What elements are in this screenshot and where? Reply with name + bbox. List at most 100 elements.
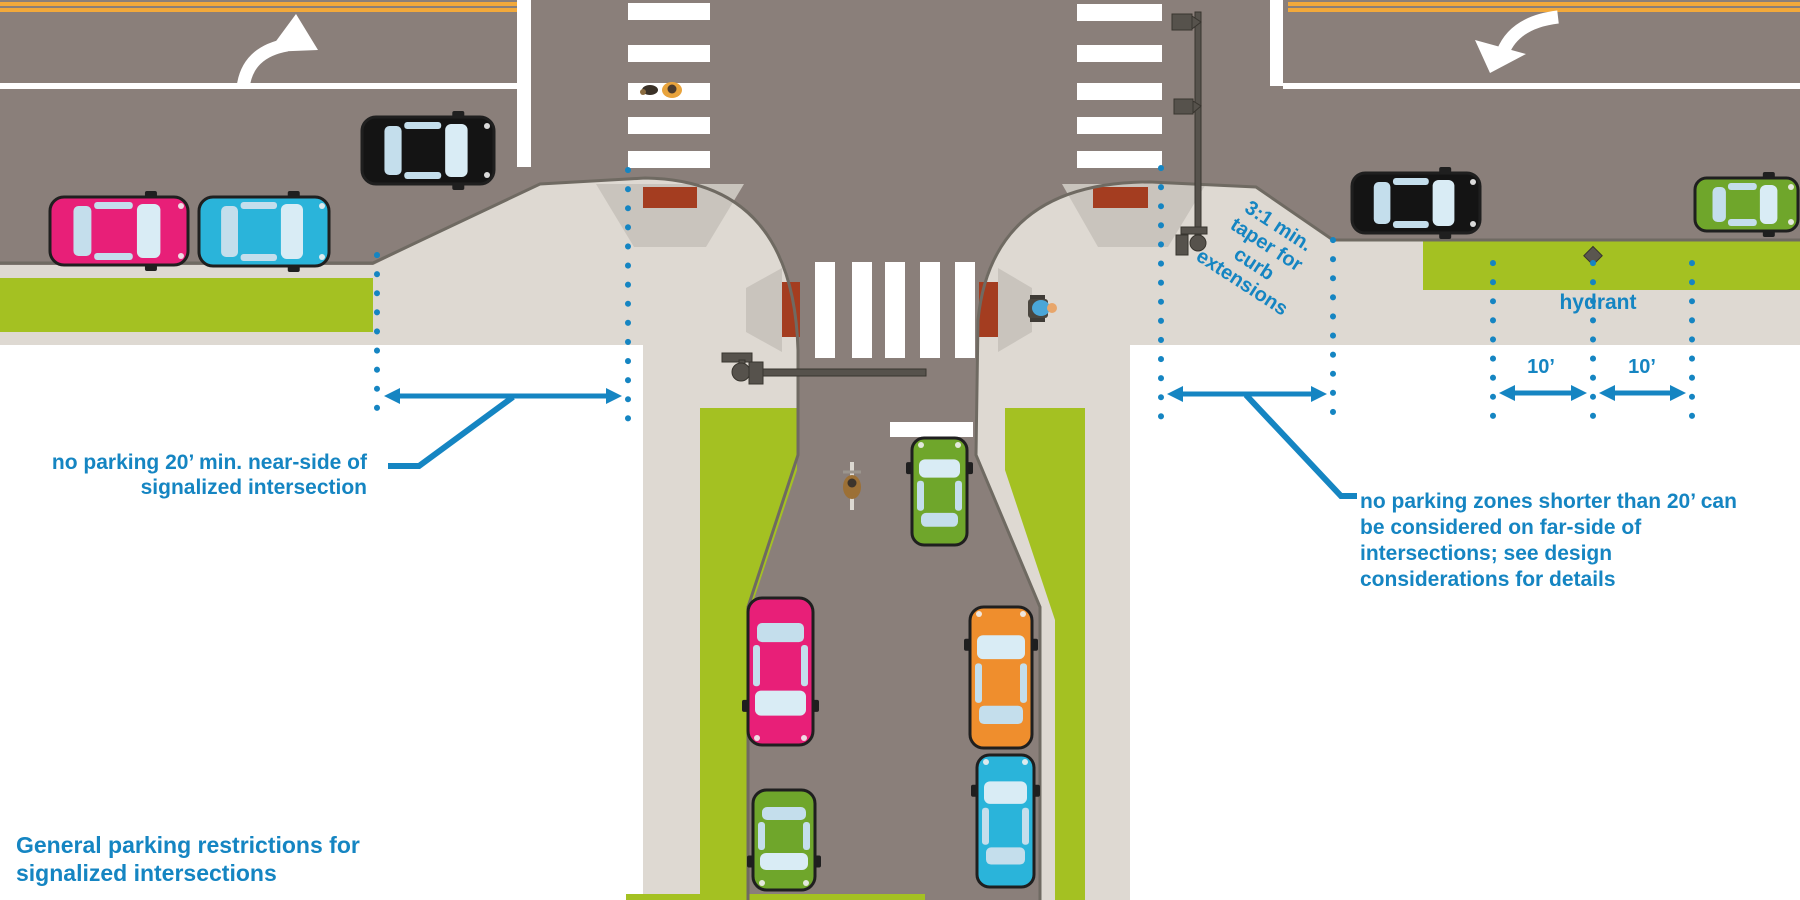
car-windshield bbox=[755, 690, 806, 716]
moving-car-green-north bbox=[906, 436, 973, 547]
frontage-east bbox=[1130, 345, 1800, 900]
car-side-window bbox=[803, 822, 810, 850]
wheelchair-user bbox=[1028, 295, 1057, 322]
car-headlight bbox=[1470, 221, 1476, 227]
dome-pad-east-side bbox=[979, 282, 998, 337]
car-rear-window bbox=[221, 206, 238, 257]
car-windshield bbox=[136, 204, 161, 258]
car-rear-window bbox=[757, 622, 804, 643]
car-headlight bbox=[178, 253, 184, 259]
car-side-window bbox=[404, 122, 442, 129]
car-side-window bbox=[753, 645, 760, 687]
pedestrian-with-dog bbox=[640, 82, 682, 98]
car-rear-window bbox=[921, 512, 958, 527]
car-rear-window bbox=[762, 807, 806, 820]
car-headlight bbox=[484, 123, 490, 129]
crosswalk-bar bbox=[885, 262, 905, 358]
planting-strip-south-right bbox=[1005, 408, 1085, 900]
parked-car-green-east bbox=[1693, 172, 1800, 237]
car-headlight bbox=[803, 880, 809, 886]
car-mirror bbox=[452, 111, 465, 118]
car-headlight bbox=[1022, 759, 1028, 765]
parked-car-black-east bbox=[1350, 167, 1482, 239]
car-mirror bbox=[1762, 230, 1775, 237]
crosswalk-bar bbox=[1077, 117, 1162, 134]
dome-pad-east-top bbox=[1093, 187, 1148, 208]
car-windshield bbox=[984, 781, 1027, 804]
car-mirror bbox=[814, 855, 821, 868]
arrowhead-right bbox=[1571, 385, 1587, 401]
stop-bar-south-approach bbox=[890, 422, 973, 437]
car-side-window bbox=[94, 253, 133, 260]
crosswalk-bar bbox=[1077, 83, 1162, 100]
car-mirror bbox=[1031, 638, 1038, 651]
car-side-window bbox=[1727, 183, 1757, 190]
car-side-window bbox=[1727, 219, 1757, 226]
car-mirror bbox=[742, 699, 749, 712]
hydrant-left-10ft-dimension bbox=[1499, 385, 1587, 401]
moving-car-black-west bbox=[360, 111, 496, 190]
car-rear-window bbox=[1712, 187, 1726, 222]
dome-pad-west-top bbox=[643, 187, 697, 208]
diagram-title: General parking restrictions for signali… bbox=[16, 832, 360, 887]
curb-line-west bbox=[0, 176, 800, 900]
near-side-note: no parking 20’ min. near-side of signali… bbox=[51, 451, 367, 499]
far-note-leader bbox=[1243, 392, 1357, 499]
car-rear-window bbox=[979, 705, 1023, 725]
crosswalk-bar bbox=[815, 262, 835, 358]
car-rear-window bbox=[73, 206, 92, 256]
opposing-turn-arrow-marking bbox=[1475, 10, 1559, 73]
car-mirror bbox=[906, 462, 913, 475]
car-headlight bbox=[1788, 219, 1794, 225]
planting-strip-east bbox=[1423, 241, 1800, 290]
car-windshield bbox=[977, 635, 1025, 660]
car-mirror bbox=[1439, 232, 1452, 239]
car-mirror bbox=[144, 264, 157, 271]
crosswalk-bar bbox=[852, 262, 872, 358]
car-windshield bbox=[1759, 185, 1778, 224]
car-rear-window bbox=[1373, 182, 1391, 224]
car-mirror bbox=[287, 265, 300, 272]
frontage-west bbox=[0, 345, 643, 900]
arrowhead-left bbox=[1499, 385, 1515, 401]
car-headlight bbox=[484, 172, 490, 178]
dimension-label-10ft-left: 10’ bbox=[1527, 356, 1555, 378]
car-headlight bbox=[1470, 179, 1476, 185]
car-mirror bbox=[812, 699, 819, 712]
car-windshield bbox=[760, 853, 808, 870]
car-mirror bbox=[452, 183, 465, 190]
car-headlight bbox=[1020, 611, 1026, 617]
arrowhead-left bbox=[1599, 385, 1615, 401]
green-marking-bottom bbox=[626, 894, 925, 900]
car-side-window bbox=[982, 807, 989, 845]
traffic-signal-near bbox=[721, 352, 927, 385]
measurement-guides bbox=[374, 165, 1695, 499]
crosswalk-markings bbox=[628, 3, 1162, 358]
vehicles-layer bbox=[48, 111, 1800, 892]
planting-strip-west bbox=[0, 278, 373, 332]
car-headlight bbox=[983, 759, 989, 765]
lane-line-west bbox=[0, 83, 517, 89]
parked-car-pink-west bbox=[48, 191, 190, 271]
car-side-window bbox=[1020, 663, 1027, 703]
arrowhead-right bbox=[606, 388, 622, 404]
arrowhead-right bbox=[1670, 385, 1686, 401]
dimension-label-10ft-right: 10’ bbox=[1628, 356, 1656, 378]
car-headlight bbox=[178, 203, 184, 209]
cyclist bbox=[843, 462, 861, 510]
car-side-window bbox=[94, 202, 133, 209]
car-windshield bbox=[919, 459, 960, 478]
crosswalk-bar bbox=[628, 117, 710, 134]
car-headlight bbox=[918, 442, 924, 448]
center-line-yellow bbox=[0, 2, 1800, 12]
car-headlight bbox=[754, 735, 760, 741]
stop-bar-west bbox=[517, 0, 531, 167]
car-side-window bbox=[1392, 178, 1429, 185]
car-side-window bbox=[975, 663, 982, 703]
parked-car-pink-south bbox=[742, 596, 819, 747]
car-mirror bbox=[971, 784, 978, 797]
crosswalk-bar bbox=[1077, 4, 1162, 21]
car-headlight bbox=[319, 254, 325, 260]
car-headlight bbox=[955, 442, 961, 448]
